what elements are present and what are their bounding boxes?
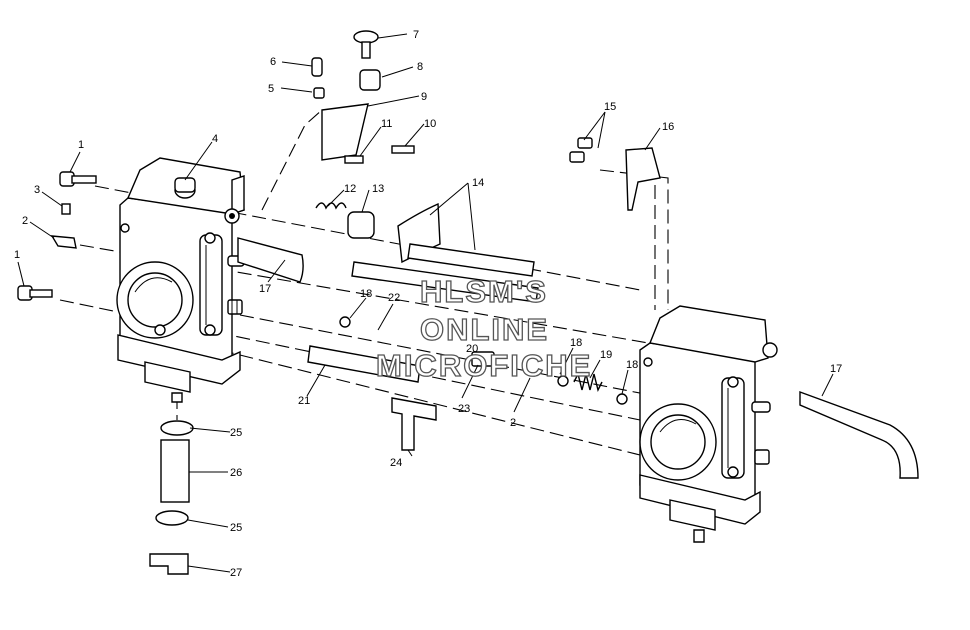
callout-25-lower: 25 (230, 522, 242, 534)
callout-19: 19 (600, 349, 612, 361)
callout-13: 13 (372, 183, 384, 195)
leader-lines (17, 33, 834, 573)
callout-18-right: 18 (626, 359, 638, 371)
callout-11: 11 (381, 118, 392, 130)
callout-labels: 1 1 2 2 3 4 5 6 7 8 9 10 11 12 13 14 15 … (14, 29, 842, 579)
callout-23: 23 (458, 403, 470, 415)
callout-16: 16 (662, 121, 674, 133)
callout-12: 12 (344, 183, 356, 195)
callout-7: 7 (413, 29, 419, 41)
components (17, 30, 919, 575)
callout-1-lower: 1 (14, 249, 20, 261)
callout-17-left: 17 (259, 283, 271, 295)
callout-4: 4 (212, 133, 218, 145)
callout-22: 22 (388, 292, 400, 304)
callout-21: 21 (298, 395, 310, 407)
left-carburetor (116, 157, 245, 403)
watermark-line-1: HLSM'S (419, 273, 548, 309)
watermark-line-2: ONLINE (419, 311, 550, 347)
callout-15: 15 (604, 101, 616, 113)
right-carburetor (639, 305, 778, 543)
callout-26: 26 (230, 467, 242, 479)
callout-24: 24 (390, 457, 402, 469)
callout-2-left: 2 (22, 215, 28, 227)
callout-25-upper: 25 (230, 427, 242, 439)
callout-3: 3 (34, 184, 40, 196)
callout-5: 5 (268, 83, 274, 95)
callout-27: 27 (230, 567, 242, 579)
callout-1-upper: 1 (78, 139, 84, 151)
callout-18-center: 18 (570, 337, 582, 349)
callout-6: 6 (270, 56, 276, 68)
callout-10: 10 (424, 118, 436, 130)
callout-14: 14 (472, 177, 484, 189)
watermark-line-3: MICROFICHE (375, 347, 593, 383)
callout-2-center: 2 (510, 417, 516, 429)
callout-8: 8 (417, 61, 423, 73)
callout-17-right: 17 (830, 363, 842, 375)
callout-9: 9 (421, 91, 427, 103)
callout-20: 20 (466, 343, 478, 355)
callout-18-left: 18 (360, 288, 372, 300)
